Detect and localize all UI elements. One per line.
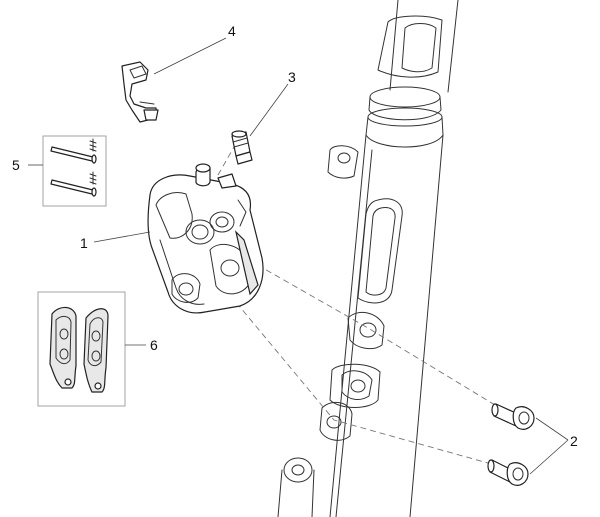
- sensor-bracket: [121, 61, 159, 123]
- brake-pad-set: [37, 291, 126, 407]
- callout-pads: 6: [150, 337, 158, 353]
- callout-bracket: 4: [228, 23, 236, 39]
- callout-pins: 5: [12, 157, 20, 173]
- pin-upper: [50, 138, 97, 164]
- mounting-screws: [487, 403, 535, 486]
- brake-caliper: [147, 163, 264, 314]
- alignment-lines: [217, 139, 501, 466]
- pin-lower: [50, 171, 97, 197]
- pads-box: [37, 291, 126, 407]
- callout-screws: 2: [570, 433, 578, 449]
- leader-lines: [28, 37, 569, 475]
- pin-set: [42, 135, 107, 207]
- callout-labels: 4 3 5 1 6 2: [12, 23, 578, 449]
- screw-upper: [491, 403, 535, 430]
- brake-pad-left: [49, 306, 77, 389]
- bleed-valve: [231, 130, 253, 165]
- screw-lower: [487, 459, 529, 486]
- pins-box: [42, 135, 107, 207]
- callout-caliper: 1: [80, 235, 88, 251]
- callout-bleed-valve: 3: [288, 69, 296, 85]
- fork-leg: [277, 0, 459, 517]
- brake-pad-right: [83, 308, 109, 393]
